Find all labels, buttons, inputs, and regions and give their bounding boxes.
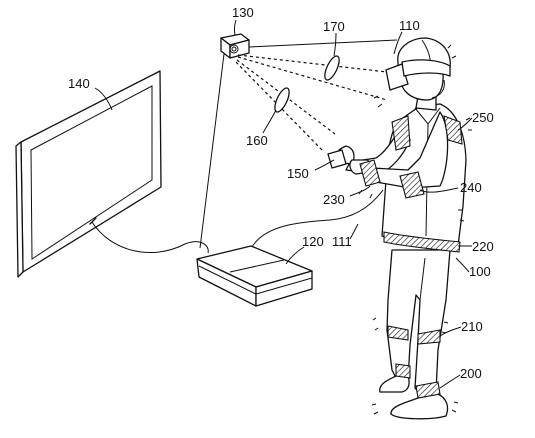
label-console: 120	[302, 234, 324, 249]
camera-view-ellipse-170	[324, 55, 340, 81]
label-controller: 150	[287, 166, 309, 181]
display-cable	[91, 221, 209, 254]
headset-cable	[251, 189, 384, 248]
knee-band-left	[387, 325, 409, 341]
camera-device	[220, 33, 250, 59]
reference-numerals: 130 140 110 170 160 150 230 250 240 220 …	[68, 5, 494, 381]
shoulder-band-left	[391, 115, 411, 151]
leader-lines	[94, 19, 473, 389]
head-mounted-display	[385, 63, 409, 91]
waist-band-220	[383, 231, 461, 253]
label-knee-band: 210	[461, 319, 483, 334]
label-cable: 111	[332, 234, 352, 249]
label-camera-view-160: 160	[246, 133, 268, 148]
display-device	[15, 70, 162, 278]
label-shoulder-band: 250	[472, 110, 494, 125]
shoe-band-200	[415, 381, 441, 399]
console-device	[196, 245, 313, 307]
elbow-band-240	[399, 171, 425, 199]
camera-stand	[199, 53, 225, 249]
label-elbow-band: 240	[460, 180, 482, 195]
label-waist-band: 220	[472, 239, 494, 254]
label-display: 140	[68, 76, 90, 91]
label-headset: 110	[399, 18, 420, 33]
shoulder-band-250	[443, 115, 463, 145]
label-camera: 130	[232, 5, 254, 20]
knee-band-210	[417, 329, 441, 345]
camera-sightline	[248, 39, 398, 48]
label-shoe-band: 200	[460, 366, 482, 381]
user-figure	[327, 37, 472, 420]
label-camera-view-170: 170	[323, 19, 345, 34]
camera-view-ellipse-160	[274, 87, 290, 113]
label-wrist-band: 230	[323, 192, 345, 207]
shoe-band-left	[395, 363, 411, 379]
tracker-bands	[359, 115, 463, 399]
label-user: 100	[469, 264, 491, 279]
wrist-band-230	[359, 159, 381, 187]
